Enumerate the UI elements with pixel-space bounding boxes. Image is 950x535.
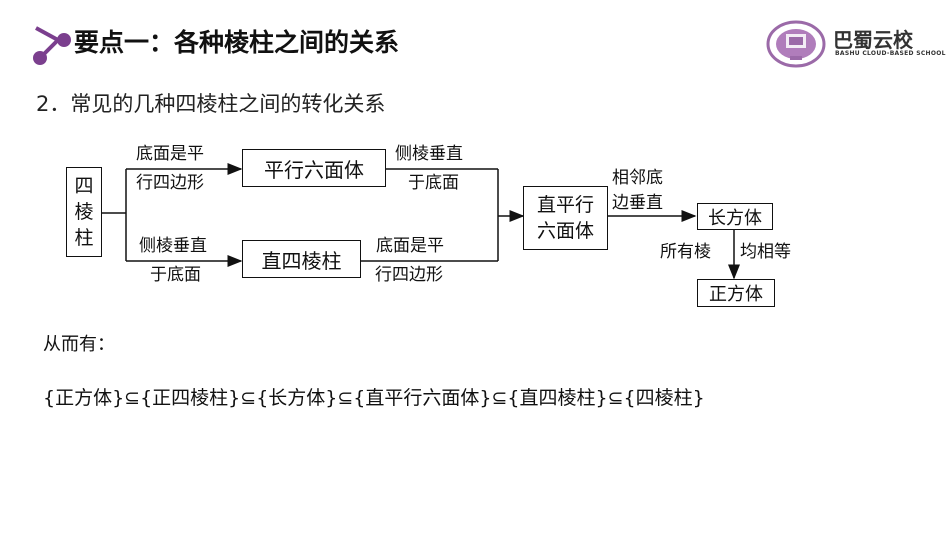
label-bottom-mid-2: 行四边形 (375, 265, 443, 285)
label-top-left-1: 底面是平 (136, 144, 204, 164)
school-seal-icon (766, 20, 826, 68)
title-marker-icon (33, 26, 71, 65)
box-pingxing-label: 平行六面体 (264, 157, 364, 182)
label-bottom-left-2: 于底面 (150, 265, 201, 285)
logo-subtext: BASHU CLOUD-BASED SCHOOL (835, 50, 946, 57)
section-title: 2．常见的几种四棱柱之间的转化关系 (36, 92, 386, 116)
box-zhi-siling-zhu: 直四棱柱 (242, 240, 361, 278)
box-zhiping-line-2: 六面体 (536, 220, 594, 242)
label-bottom-left-1: 侧棱垂直 (139, 236, 207, 256)
label-right-1: 相邻底 (612, 168, 663, 188)
label-top-left-2: 行四边形 (136, 173, 204, 193)
label-down-2: 均相等 (740, 242, 791, 262)
conclusion-formula: {正方体}⊆{正四棱柱}⊆{长方体}⊆{直平行六面体}⊆{直四棱柱}⊆{四棱柱} (43, 387, 705, 409)
box-zhengfang-label: 正方体 (709, 284, 763, 305)
label-right-2: 边垂直 (612, 193, 663, 213)
box-zhisi-label: 直四棱柱 (261, 248, 342, 273)
logo-text: 巴蜀云校 (833, 28, 913, 52)
box-pingxing-liumianti: 平行六面体 (242, 149, 386, 187)
label-top-mid-2: 于底面 (408, 173, 459, 193)
page-title: 要点一：各种棱柱之间的关系 (74, 28, 400, 57)
label-down-1: 所有棱 (660, 242, 711, 262)
label-bottom-mid-1: 底面是平 (376, 236, 444, 256)
box-zhengfangti: 正方体 (697, 279, 775, 307)
box-siling-char-2: 棱 (74, 201, 94, 223)
box-siling-char-1: 四 (74, 175, 94, 197)
box-siling-zhu: 四 棱 柱 (66, 167, 102, 257)
box-changfangti: 长方体 (697, 203, 773, 230)
box-siling-char-3: 柱 (74, 227, 94, 249)
box-zhi-pingxing-liumianti: 直平行 六面体 (523, 186, 608, 250)
conclusion-intro: 从而有： (43, 334, 115, 355)
box-changfang-label: 长方体 (708, 207, 762, 229)
label-top-mid-1: 侧棱垂直 (395, 144, 463, 164)
box-zhiping-line-1: 直平行 (536, 194, 594, 216)
